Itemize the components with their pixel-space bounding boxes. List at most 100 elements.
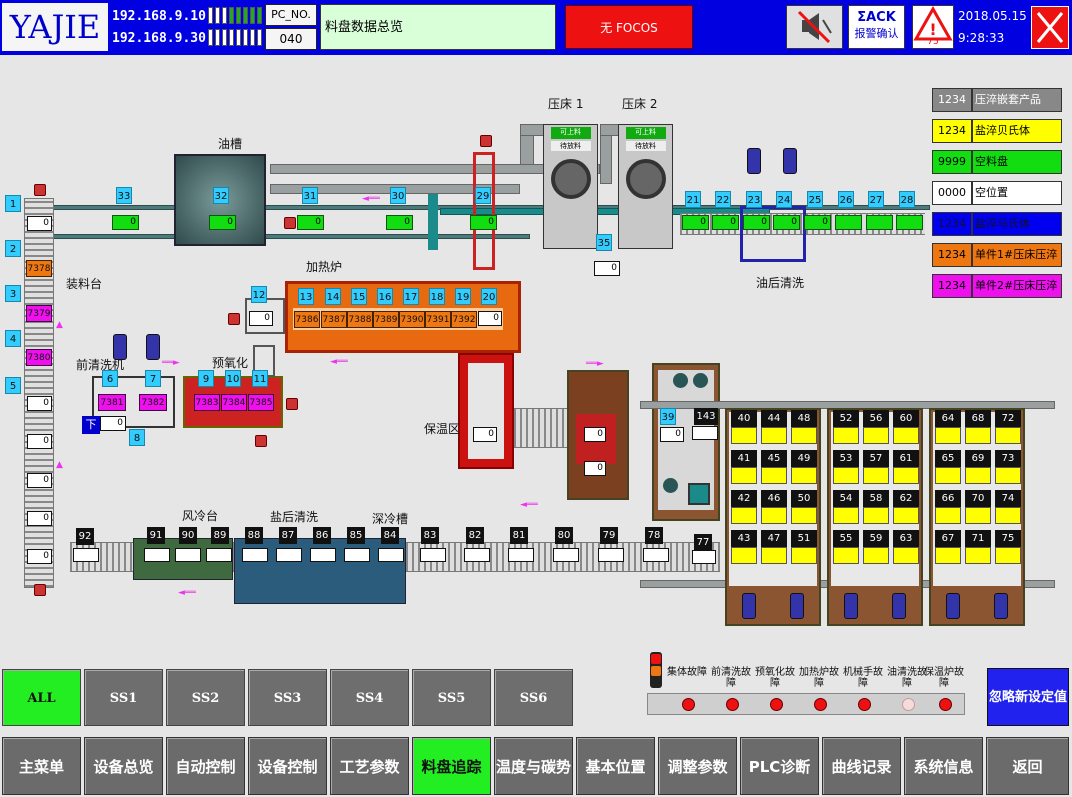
grid-cell[interactable] — [833, 467, 859, 484]
grid-cell[interactable] — [791, 467, 817, 484]
tray-empty[interactable]: 0 — [27, 511, 52, 526]
ss-button-ss3[interactable]: SS3 — [248, 669, 327, 726]
tray-magenta[interactable]: 7379 — [26, 305, 52, 322]
tray-orange[interactable]: 7392 — [451, 311, 477, 328]
tray-empty[interactable]: 0 — [594, 261, 620, 276]
tray-orange[interactable]: 7386 — [294, 311, 320, 328]
tray-empty[interactable] — [692, 426, 718, 440]
nav-plc-diagnosis[interactable]: PLC诊断 — [740, 737, 819, 795]
ss-button-all[interactable]: ALL — [2, 669, 81, 726]
tray-empty-pallet[interactable] — [866, 215, 893, 230]
grid-cell[interactable] — [893, 547, 919, 564]
tray-empty[interactable] — [508, 548, 534, 562]
tray-empty[interactable] — [310, 548, 336, 562]
tray-empty-pallet[interactable] — [896, 215, 923, 230]
grid-cell[interactable] — [965, 427, 991, 444]
close-button[interactable] — [1031, 6, 1069, 49]
grid-cell[interactable] — [833, 507, 859, 524]
tray-empty[interactable] — [598, 548, 624, 562]
tray-empty-pallet[interactable]: 0 — [297, 215, 324, 230]
grid-cell[interactable] — [935, 507, 961, 524]
grid-cell[interactable] — [863, 547, 889, 564]
tray-empty-pallet[interactable]: 0 — [682, 215, 709, 230]
grid-cell[interactable] — [791, 507, 817, 524]
tray-empty[interactable]: 0 — [27, 216, 52, 231]
tray-empty-pallet[interactable]: 0 — [773, 215, 800, 230]
grid-cell[interactable] — [995, 427, 1021, 444]
tray-empty-pallet[interactable]: 0 — [743, 215, 770, 230]
tray-magenta[interactable]: 7384 — [221, 394, 247, 411]
tray-orange[interactable]: 7387 — [321, 311, 347, 328]
ss-button-ss1[interactable]: SS1 — [84, 669, 163, 726]
tray-orange[interactable]: 7389 — [373, 311, 399, 328]
grid-cell[interactable] — [731, 467, 757, 484]
tray-magenta[interactable]: 7382 — [139, 394, 167, 411]
tray-empty-pallet[interactable]: 0 — [112, 215, 139, 230]
grid-cell[interactable] — [965, 507, 991, 524]
grid-cell[interactable] — [995, 507, 1021, 524]
tray-empty-pallet[interactable]: 0 — [386, 215, 413, 230]
alarm-button[interactable]: ! 75 — [912, 5, 954, 49]
nav-tray-tracking[interactable]: 料盘追踪 — [412, 737, 491, 795]
grid-cell[interactable] — [761, 547, 787, 564]
ss-button-ss6[interactable]: SS6 — [494, 669, 573, 726]
tray-empty[interactable] — [464, 548, 490, 562]
tray-empty[interactable] — [73, 548, 99, 562]
grid-cell[interactable] — [863, 507, 889, 524]
tray-orange[interactable]: 7378 — [26, 260, 52, 277]
tray-empty[interactable] — [344, 548, 370, 562]
tray-empty[interactable] — [206, 548, 232, 562]
tray-empty[interactable] — [242, 548, 268, 562]
grid-cell[interactable] — [965, 467, 991, 484]
grid-cell[interactable] — [833, 547, 859, 564]
tray-empty-pallet[interactable]: 0 — [712, 215, 739, 230]
nav-system-info[interactable]: 系统信息 — [904, 737, 983, 795]
tray-empty-pallet[interactable]: 0 — [804, 215, 831, 230]
grid-cell[interactable] — [935, 467, 961, 484]
tray-empty-pallet[interactable]: 0 — [209, 215, 236, 230]
grid-cell[interactable] — [761, 507, 787, 524]
grid-cell[interactable] — [791, 547, 817, 564]
tray-orange[interactable]: 7390 — [399, 311, 425, 328]
grid-cell[interactable] — [893, 507, 919, 524]
grid-cell[interactable] — [863, 467, 889, 484]
grid-cell[interactable] — [965, 547, 991, 564]
tray-empty[interactable]: 0 — [27, 396, 52, 411]
grid-cell[interactable] — [791, 427, 817, 444]
nav-process-params[interactable]: 工艺参数 — [330, 737, 409, 795]
grid-cell[interactable] — [863, 427, 889, 444]
grid-cell[interactable] — [761, 467, 787, 484]
tray-orange[interactable]: 7388 — [347, 311, 373, 328]
mute-button[interactable] — [786, 5, 843, 49]
nav-adjust-params[interactable]: 调整参数 — [658, 737, 737, 795]
tray-magenta[interactable]: 7381 — [98, 394, 126, 411]
nav-equipment-overview[interactable]: 设备总览 — [84, 737, 163, 795]
grid-cell[interactable] — [893, 427, 919, 444]
tray-magenta[interactable]: 7383 — [194, 394, 220, 411]
nav-main-menu[interactable]: 主菜单 — [2, 737, 81, 795]
tray-empty[interactable] — [643, 548, 669, 562]
tray-empty[interactable]: 0 — [473, 427, 497, 442]
grid-cell[interactable] — [995, 547, 1021, 564]
tray-empty[interactable] — [175, 548, 201, 562]
tray-magenta[interactable]: 7385 — [248, 394, 274, 411]
tray-empty[interactable] — [378, 548, 404, 562]
tray-empty-pallet[interactable]: 0 — [470, 215, 497, 230]
ss-button-ss5[interactable]: SS5 — [412, 669, 491, 726]
tray-empty[interactable]: 0 — [27, 549, 52, 564]
tray-empty[interactable]: 0 — [660, 427, 684, 442]
tray-empty[interactable] — [553, 548, 579, 562]
grid-cell[interactable] — [833, 427, 859, 444]
grid-cell[interactable] — [731, 547, 757, 564]
grid-cell[interactable] — [995, 467, 1021, 484]
tray-empty[interactable]: 0 — [584, 427, 606, 442]
tray-empty[interactable] — [420, 548, 446, 562]
grid-cell[interactable] — [731, 427, 757, 444]
tray-empty[interactable]: 0 — [27, 473, 52, 488]
tray-empty[interactable] — [144, 548, 170, 562]
nav-temp-carbon[interactable]: 温度与碳势 — [494, 737, 573, 795]
tray-empty[interactable]: 0 — [100, 416, 126, 431]
ss-button-ss2[interactable]: SS2 — [166, 669, 245, 726]
grid-cell[interactable] — [761, 427, 787, 444]
grid-cell[interactable] — [935, 427, 961, 444]
